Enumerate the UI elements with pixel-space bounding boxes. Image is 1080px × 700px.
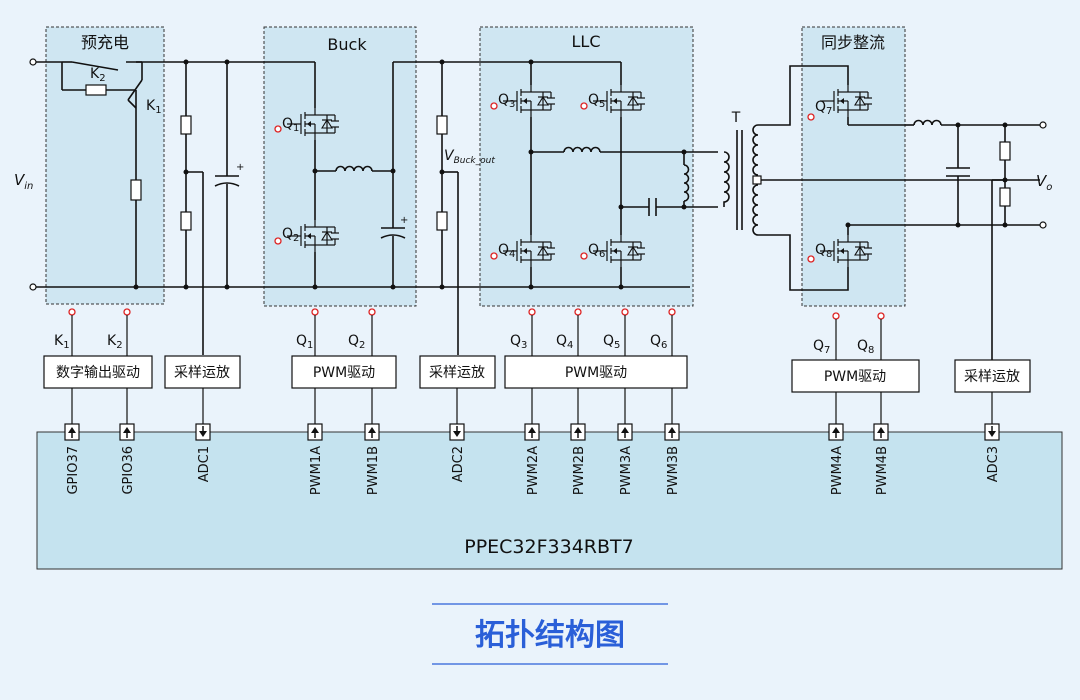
pwm-driver-llc-label: PWM驱动 (565, 365, 627, 381)
mcu-pin-pwm1a: PWM1A (307, 423, 324, 495)
mcu-pin-label: PWM3A (619, 446, 634, 495)
vo-positive-terminal (1039, 121, 1047, 129)
q3-switch: Q3 (498, 92, 515, 110)
mcu-pin-label: ADC1 (197, 446, 212, 482)
sample-amp-1 (164, 355, 241, 389)
pwm-driver-sync (791, 359, 920, 393)
buck-title: Buck (327, 35, 367, 54)
vin-label: Vin (14, 171, 33, 192)
mcu-pin-label: PWM1B (366, 446, 381, 495)
sample-amp-3-label: 采样运放 (964, 369, 1020, 385)
svg-text:+: + (236, 162, 244, 173)
mcu-name: PPEC32F334RBT7 (464, 536, 634, 558)
diagram-caption: 拓扑结构图 (475, 618, 625, 653)
mcu-pin-gpio37: GPIO37 (64, 423, 81, 495)
mcu-pin-pwm1b: PWM1B (364, 423, 381, 495)
mcu-pin-adc3: ADC3 (984, 423, 1001, 482)
mcu-pin-label: ADC2 (451, 446, 466, 482)
mcu-pin-label: ADC3 (986, 446, 1001, 482)
mcu-pin-label: PWM2A (526, 446, 541, 495)
mcu-pin-adc1: ADC1 (195, 423, 212, 482)
sync-rect-title: 同步整流 (821, 33, 885, 52)
q1-switch: Q1 (282, 116, 299, 134)
vin-positive-terminal (29, 58, 37, 66)
q2-drive-label: Q2 (348, 333, 365, 351)
mcu-pin-label: PWM4A (830, 446, 845, 495)
k2-switch-label: K2 (90, 66, 106, 84)
vin-negative-terminal (29, 283, 37, 291)
mcu-pin-label: PWM3B (666, 446, 681, 495)
llc-region (479, 26, 694, 307)
mcu-pin-pwm4a: PWM4A (828, 423, 845, 495)
mcu-pin-label: GPIO36 (121, 446, 136, 495)
precharge-title: 预充电 (81, 33, 129, 52)
vo-negative-terminal (1039, 221, 1047, 229)
mcu-pin-adc2: ADC2 (449, 423, 466, 482)
pwm-driver-llc (504, 355, 688, 389)
q6-drive-label: Q6 (650, 333, 667, 351)
q8-switch: Q8 (815, 242, 832, 260)
mcu-pin-label: GPIO37 (66, 446, 81, 495)
mcu-pin-label: PWM4B (875, 446, 890, 495)
mcu-pin-pwm3b: PWM3B (664, 423, 681, 495)
pwm-driver-buck (291, 355, 397, 389)
pwm-driver-buck-label: PWM驱动 (313, 365, 375, 381)
k2-drive-label: K2 (107, 333, 123, 351)
sample-amp-2 (419, 355, 496, 389)
transformer-label: T (731, 110, 741, 126)
q4-switch: Q4 (498, 242, 515, 260)
q2-switch: Q2 (282, 226, 299, 244)
llc-title: LLC (572, 32, 601, 51)
mcu-pin-pwm4b: PWM4B (873, 423, 890, 495)
k1-switch-label: K1 (146, 98, 162, 116)
q4-drive-label: Q4 (556, 333, 573, 351)
q7-drive-label: Q7 (813, 338, 830, 356)
k1-drive-label: K1 (54, 333, 70, 351)
q1-drive-label: Q1 (296, 333, 313, 351)
q3-drive-label: Q3 (510, 333, 527, 351)
sample-amp-3 (954, 359, 1031, 393)
mcu-pin-gpio36: GPIO36 (119, 423, 136, 495)
digital-output-driver (43, 355, 153, 389)
q5-switch: Q5 (588, 92, 605, 110)
sync-rect-region (801, 26, 906, 307)
q6-switch: Q6 (588, 242, 605, 260)
mcu-pin-pwm2b: PWM2B (570, 423, 587, 495)
vo-label: Vo (1036, 172, 1052, 193)
sample-amp-1-label: 采样运放 (174, 365, 230, 381)
digital-output-driver-label: 数字输出驱动 (56, 365, 140, 381)
mcu-pin-label: PWM2B (572, 446, 587, 495)
mcu-pins: GPIO37 GPIO36 ADC1 PWM1A PWM1B ADC2 PWM2A PWM2B… (64, 423, 1001, 495)
sample-amp-2-label: 采样运放 (429, 365, 485, 381)
q5-drive-label: Q5 (603, 333, 620, 351)
svg-text:+: + (400, 215, 408, 226)
mcu-block (36, 431, 1063, 570)
mcu-pin-pwm2a: PWM2A (524, 423, 541, 495)
vbuck-out-label: VBuck_out (444, 148, 495, 166)
pwm-driver-sync-label: PWM驱动 (824, 369, 886, 385)
mcu-pin-label: PWM1A (309, 446, 324, 495)
mcu-pin-pwm3a: PWM3A (617, 423, 634, 495)
q7-switch: Q7 (815, 99, 832, 117)
q8-drive-label: Q8 (857, 338, 874, 356)
precharge-region (45, 26, 165, 305)
